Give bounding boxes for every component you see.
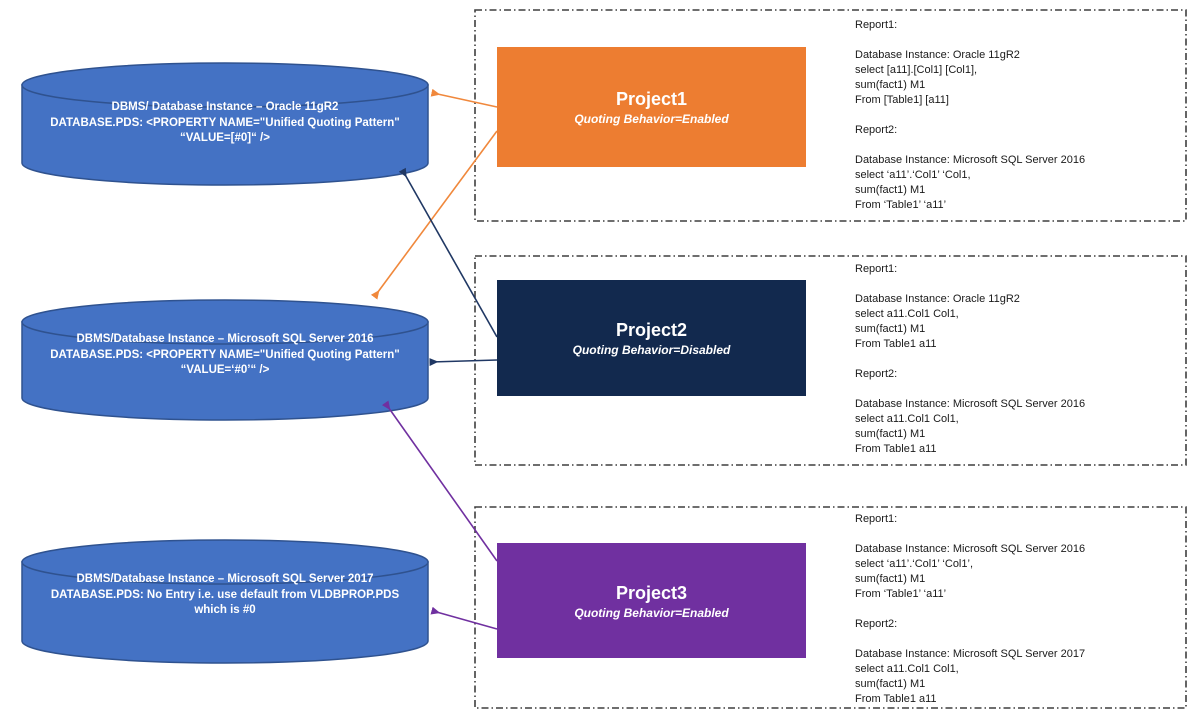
dashed-group-project3 [474, 506, 1187, 709]
arrow-project2-to-oracle [398, 167, 498, 338]
dashed-group-project1 [474, 9, 1187, 222]
report-title: Report1: [855, 19, 898, 31]
project2-reports-panel: Report1: Database Instance: Oracle 11gR2… [855, 262, 1185, 472]
report-title: Report2: [855, 124, 898, 136]
project1-title: Project1 [615, 89, 688, 109]
database-cylinder-oracle-11gr2 [21, 62, 429, 186]
report-title: Report1: [855, 263, 898, 275]
project1-reports-panel: Report1: Database Instance: Oracle 11gR2… [855, 18, 1185, 228]
database-cylinder-sql-server-2016 [21, 299, 429, 421]
report-body: Database Instance: Oracle 11gR2 select a… [855, 293, 1020, 350]
database-label-sql-server-2017: DBMS/Database Instance – Microsoft SQL S… [50, 573, 400, 616]
project3-quoting-behavior: Quoting Behavior=Enabled [574, 605, 729, 620]
arrow-project3-to-sql2016 [381, 400, 498, 562]
database-cylinder-sql-server-2017 [21, 539, 429, 664]
project3-reports-panel: Report1: Database Instance: Microsoft SQ… [855, 512, 1185, 720]
project1-quoting-behavior: Quoting Behavior=Enabled [574, 112, 729, 126]
database-label-oracle-11gr2: DBMS/ Database Instance – Oracle 11gR2 D… [50, 101, 400, 144]
database-label-sql-server-2016: DBMS/Database Instance – Microsoft SQL S… [50, 333, 400, 376]
project3-title: Project3 [615, 582, 688, 603]
report-body: Database Instance: Microsoft SQL Server … [855, 398, 1086, 455]
report-body: Database Instance: Microsoft SQL Server … [855, 543, 1086, 600]
report-body: Database Instance: Microsoft SQL Server … [855, 648, 1086, 705]
report-title: Report2: [855, 618, 898, 630]
report-body: Database Instance: Oracle 11gR2 select [… [855, 49, 1020, 106]
report-title: Report1: [855, 513, 898, 525]
project2-box: Project2 Quoting Behavior=Disabled [497, 280, 806, 396]
arrow-project3-to-sql2017 [430, 606, 498, 630]
project2-quoting-behavior: Quoting Behavior=Disabled [572, 343, 731, 357]
project3-box: Project3 Quoting Behavior=Enabled [497, 543, 806, 658]
arrow-project1-to-oracle [430, 88, 498, 108]
arrow-project1-to-sql2016 [370, 130, 498, 300]
report-body: Database Instance: Microsoft SQL Server … [855, 154, 1086, 211]
arrow-project2-to-sql2016 [429, 358, 498, 367]
project2-title: Project2 [615, 320, 688, 340]
project1-box: Project1 Quoting Behavior=Enabled [497, 47, 806, 167]
report-title: Report2: [855, 368, 898, 380]
